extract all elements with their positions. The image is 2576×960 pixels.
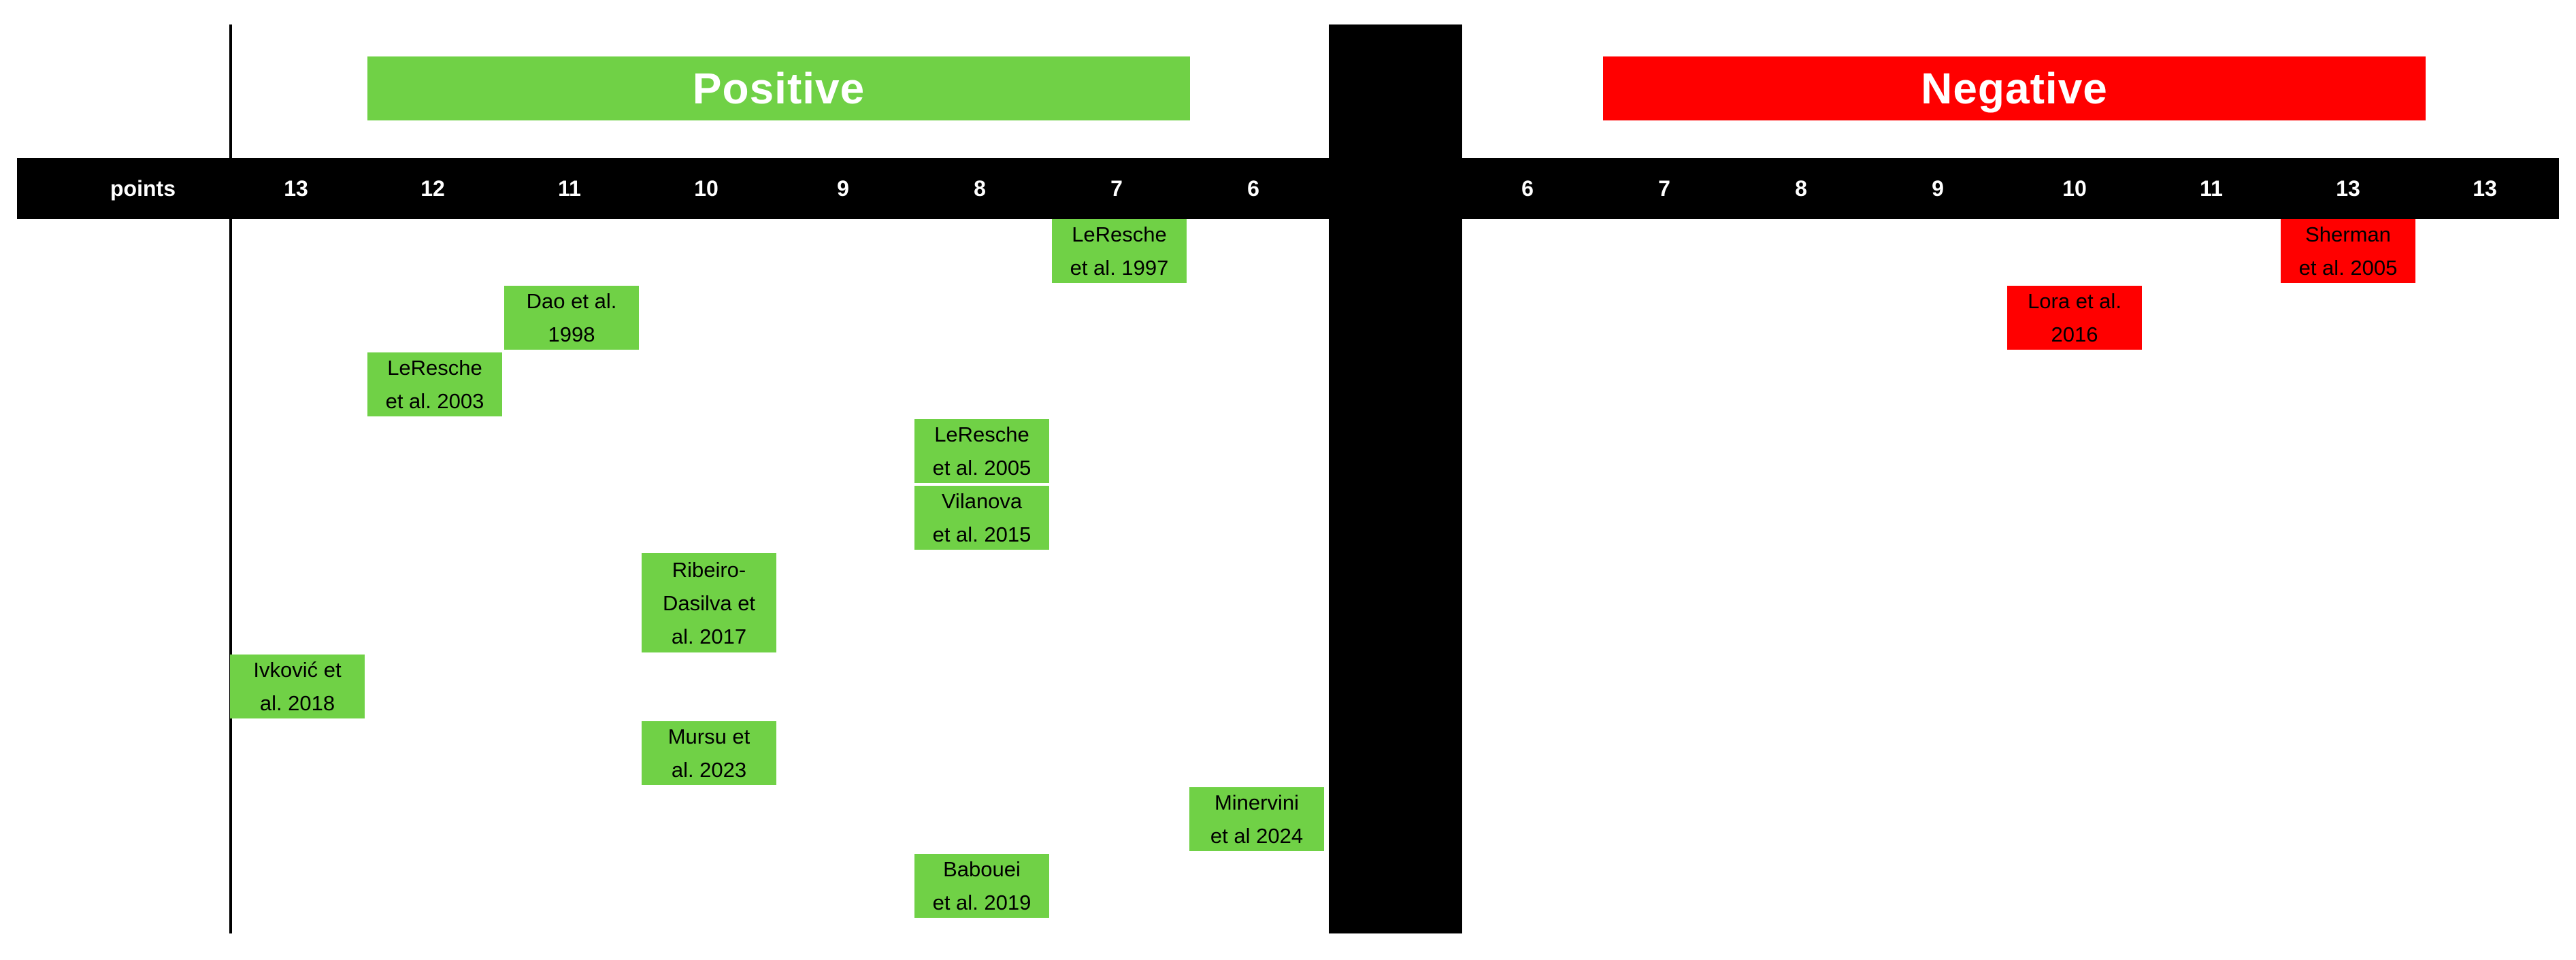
axis-tick: 13 [2336,176,2360,201]
axis-tick: 6 [1521,176,1534,201]
axis-tick: 8 [974,176,986,201]
axis-tick: 7 [1110,176,1123,201]
study-box-positive: LeResche et al. 2005 [914,419,1049,483]
study-box-positive: Vilanova et al. 2015 [914,486,1049,550]
axis-tick: 13 [2473,176,2497,201]
axis-tick: 11 [2200,176,2223,201]
study-box-negative: Sherman et al. 2005 [2281,219,2415,283]
study-box-positive: Minervini et al 2024 [1189,787,1324,851]
study-box-positive: Dao et al. 1998 [504,286,639,350]
study-box-positive: Babouei et al. 2019 [914,854,1049,918]
positive-header: Positive [367,56,1190,120]
axis-tick: 7 [1658,176,1670,201]
study-box-positive: Ribeiro- Dasilva et al. 2017 [642,553,776,652]
study-box-positive: Ivković et al. 2018 [230,655,365,718]
negative-header: Negative [1603,56,2426,120]
axis-tick: 6 [1247,176,1259,201]
axis-tick: 11 [558,176,581,201]
axis-tick: 13 [284,176,308,201]
study-box-positive: LeResche et al. 1997 [1052,219,1187,283]
study-box-positive: Mursu et al. 2023 [642,721,776,785]
axis-tick: 10 [694,176,719,201]
left-divider-line [229,24,232,933]
axis-tick: 10 [2062,176,2087,201]
axis-label: points [110,176,176,201]
axis-tick: 9 [1932,176,1944,201]
axis-tick: 9 [837,176,849,201]
points-axis: points 13 12 11 10 9 8 7 6 6 7 8 9 10 11… [17,158,2559,219]
study-box-negative: Lora et al. 2016 [2007,286,2142,350]
axis-tick: 12 [420,176,445,201]
study-box-positive: LeResche et al. 2003 [367,352,502,416]
axis-tick: 8 [1795,176,1807,201]
